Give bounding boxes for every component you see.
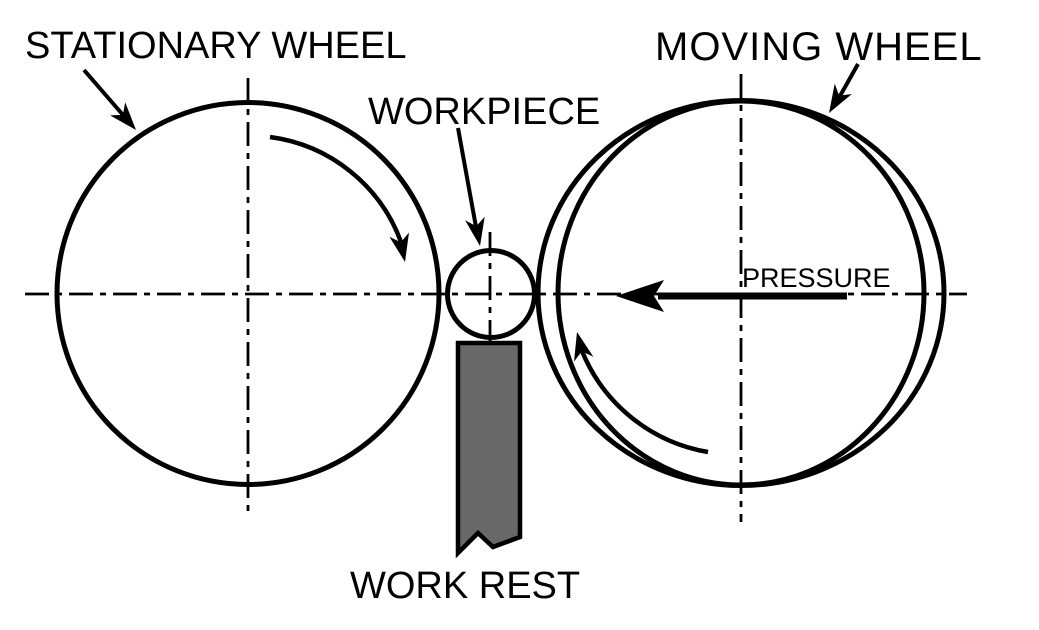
stationary-wheel-label: STATIONARY WHEEL [25,25,406,67]
moving-wheel-outer-outline [535,98,947,488]
leader-arrow-moving-line [838,63,860,97]
pressure-arrow-head [616,280,664,312]
stationary-wheel-circle [54,100,442,487]
leader-arrow-stationary-line [82,68,125,117]
pressure-arrow-icon [616,280,847,312]
leader-arrow-workpiece-head [465,216,485,246]
work-rest-shape [455,340,523,559]
leader-arrow-workpiece-line [456,127,478,228]
rotation-arrow-left-arc [269,134,404,243]
leader-arrow-stationary-wheel-icon [82,68,136,130]
workpiece-label: WORKPIECE [368,91,600,133]
work-rest-label: WORK REST [350,565,580,607]
rotation-arrow-right-icon [574,332,709,455]
rotation-arrow-left-icon [269,134,409,262]
leader-arrow-stationary-head [110,102,136,130]
leader-arrow-moving-head [829,83,852,113]
moving-wheel-label: MOVING WHEEL [655,25,983,69]
leader-arrow-workpiece-icon [456,127,485,246]
rotation-arrow-right-arc [579,350,709,455]
moving-wheel-circle [535,98,947,488]
rotation-arrow-right-head [574,332,594,362]
rotation-arrow-left-head [389,232,409,262]
workpiece-circle [445,248,537,340]
pressure-label: PRESSURE [742,263,891,293]
leader-arrow-moving-wheel-icon [829,63,860,113]
